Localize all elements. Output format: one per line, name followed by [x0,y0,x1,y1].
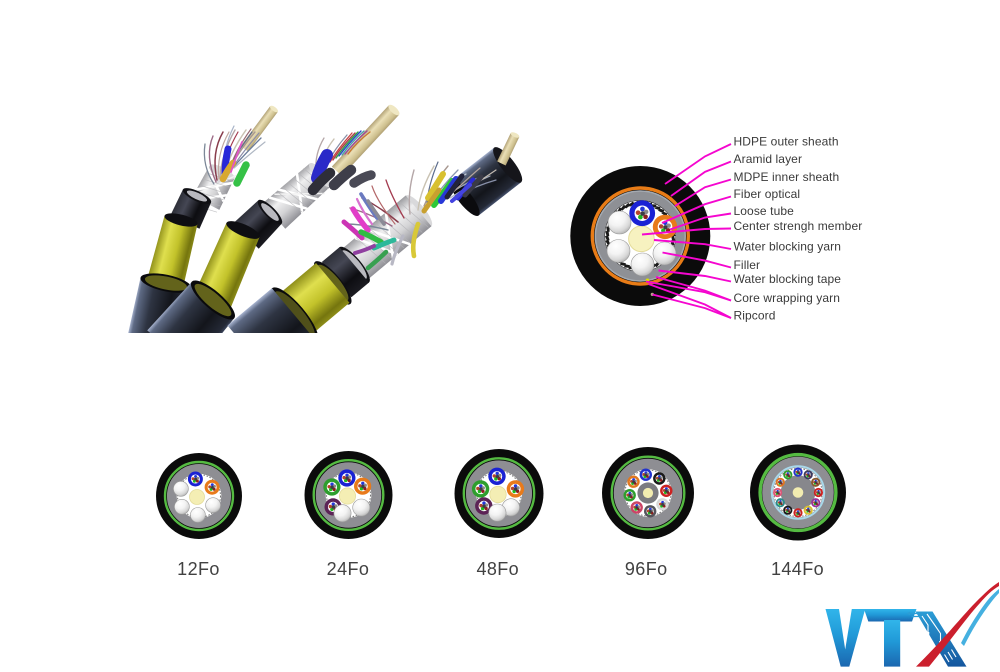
svg-text:Water blocking yarn: Water blocking yarn [734,240,842,254]
svg-text:HDPE outer sheath: HDPE outer sheath [734,135,839,149]
svg-text:Water blocking tape: Water blocking tape [734,272,842,286]
svg-text:96Fo: 96Fo [625,559,668,579]
svg-text:24Fo: 24Fo [327,559,370,579]
svg-text:Center strengh member: Center strengh member [734,219,863,233]
svg-text:Core wrapping yarn: Core wrapping yarn [734,291,841,305]
svg-text:Filler: Filler [734,258,761,272]
svg-text:Fiber optical: Fiber optical [734,187,801,201]
svg-text:144Fo: 144Fo [771,559,824,579]
svg-text:48Fo: 48Fo [476,559,519,579]
svg-text:MDPE inner sheath: MDPE inner sheath [734,170,840,184]
svg-text:Ripcord: Ripcord [734,309,776,323]
svg-text:12Fo: 12Fo [177,559,220,579]
svg-text:Aramid layer: Aramid layer [734,152,803,166]
svg-text:Loose tube: Loose tube [734,204,795,218]
